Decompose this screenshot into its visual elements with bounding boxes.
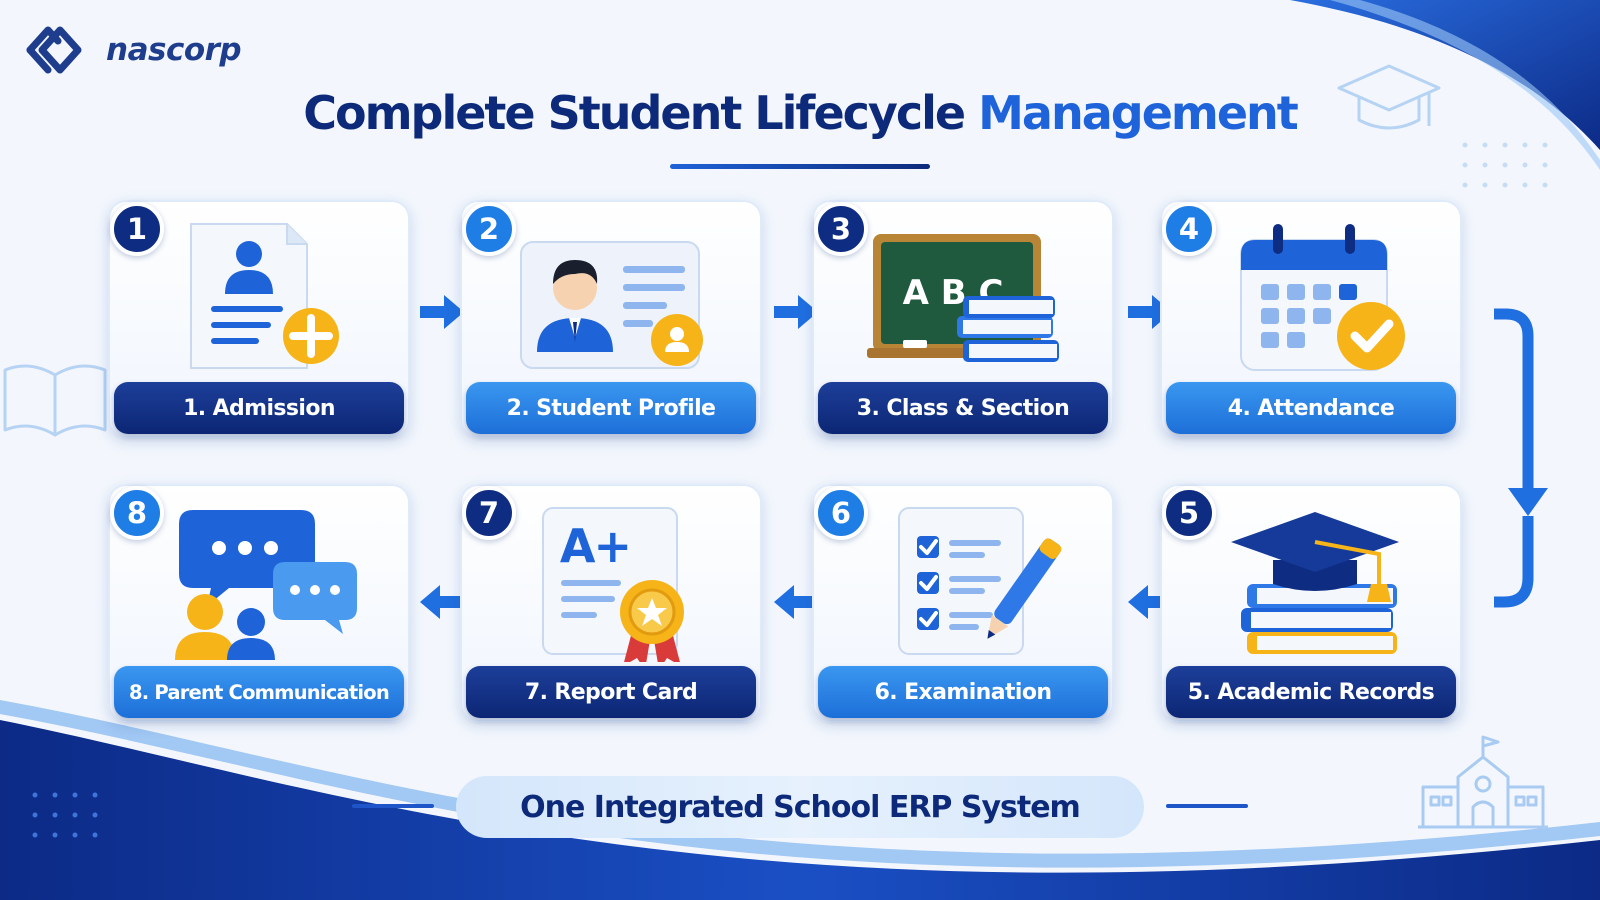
student-profile-card-icon bbox=[520, 241, 703, 369]
step-label: 6. Examination bbox=[818, 666, 1108, 718]
step-label: 2. Student Profile bbox=[466, 382, 756, 434]
step-label: 8. Parent Communication bbox=[114, 666, 404, 718]
step-label: 1. Admission bbox=[114, 382, 404, 434]
step-card-examination: 6 6. Examination bbox=[812, 484, 1114, 722]
title-highlight: Management bbox=[978, 86, 1299, 140]
flow-arrow-right-icon bbox=[774, 295, 818, 329]
report-grade: A+ bbox=[560, 519, 630, 573]
flow-arrow-left-icon bbox=[420, 585, 464, 619]
parent-chat-icon bbox=[175, 510, 357, 660]
dot-grid-decoration bbox=[1462, 142, 1548, 188]
title-main: Complete Student Lifecycle bbox=[303, 86, 966, 140]
flow-arrow-curved-down-icon bbox=[1494, 308, 1548, 516]
chalkboard-books-icon: A B C bbox=[867, 234, 1059, 362]
calendar-check-icon bbox=[1240, 224, 1405, 371]
school-building-decoration-icon bbox=[1418, 735, 1548, 829]
graduation-cap-books-icon bbox=[1231, 512, 1399, 654]
page-title: Complete Student Lifecycle Management bbox=[0, 86, 1600, 140]
step-label: 7. Report Card bbox=[466, 666, 756, 718]
step-card-admission: 1 1. Admission bbox=[108, 200, 410, 438]
step-card-report-card: A+ 7 7. Report Card bbox=[460, 484, 762, 722]
title-underline bbox=[670, 164, 930, 169]
step-number-badge: 1 bbox=[110, 202, 164, 256]
flow-arrow-right-icon bbox=[420, 295, 464, 329]
step-number-badge: 5 bbox=[1162, 486, 1216, 540]
dot-grid-decoration bbox=[32, 792, 98, 838]
footer-tagline: One Integrated School ERP System bbox=[456, 776, 1144, 838]
open-book-decoration-icon bbox=[3, 364, 107, 437]
flow-connector-curved-icon bbox=[1494, 516, 1534, 608]
step-label: 3. Class & Section bbox=[818, 382, 1108, 434]
step-card-student-profile: 2 2. Student Profile bbox=[460, 200, 762, 438]
flow-arrow-left-icon bbox=[774, 585, 818, 619]
step-number-badge: 8 bbox=[110, 486, 164, 540]
flow-arrow-left-icon bbox=[1128, 585, 1172, 619]
step-label: 4. Attendance bbox=[1166, 382, 1456, 434]
brand-name: nascorp bbox=[106, 32, 242, 68]
nascorp-logo-mark-icon bbox=[26, 26, 82, 74]
report-card-award-icon: A+ bbox=[542, 507, 684, 662]
footer-divider-left bbox=[352, 804, 434, 808]
graduation-cap-decoration-icon bbox=[1337, 64, 1441, 130]
step-number-badge: 2 bbox=[462, 202, 516, 256]
step-label: 5. Academic Records bbox=[1166, 666, 1456, 718]
step-number-badge: 3 bbox=[814, 202, 868, 256]
footer-divider-right bbox=[1166, 804, 1248, 808]
checklist-pen-icon bbox=[898, 507, 1062, 655]
step-number-badge: 4 bbox=[1162, 202, 1216, 256]
admission-form-icon bbox=[190, 223, 339, 369]
step-card-parent-communication: 8 8. Parent Communication bbox=[108, 484, 410, 722]
step-number-badge: 7 bbox=[462, 486, 516, 540]
brand-logo: nascorp bbox=[22, 22, 272, 78]
step-card-class-section: A B C 3 3. Class & Section bbox=[812, 200, 1114, 438]
step-card-attendance: 4 4. Attendance bbox=[1160, 200, 1462, 438]
step-card-academic-records: 5 5. Academic Records bbox=[1160, 484, 1462, 722]
step-number-badge: 6 bbox=[814, 486, 868, 540]
